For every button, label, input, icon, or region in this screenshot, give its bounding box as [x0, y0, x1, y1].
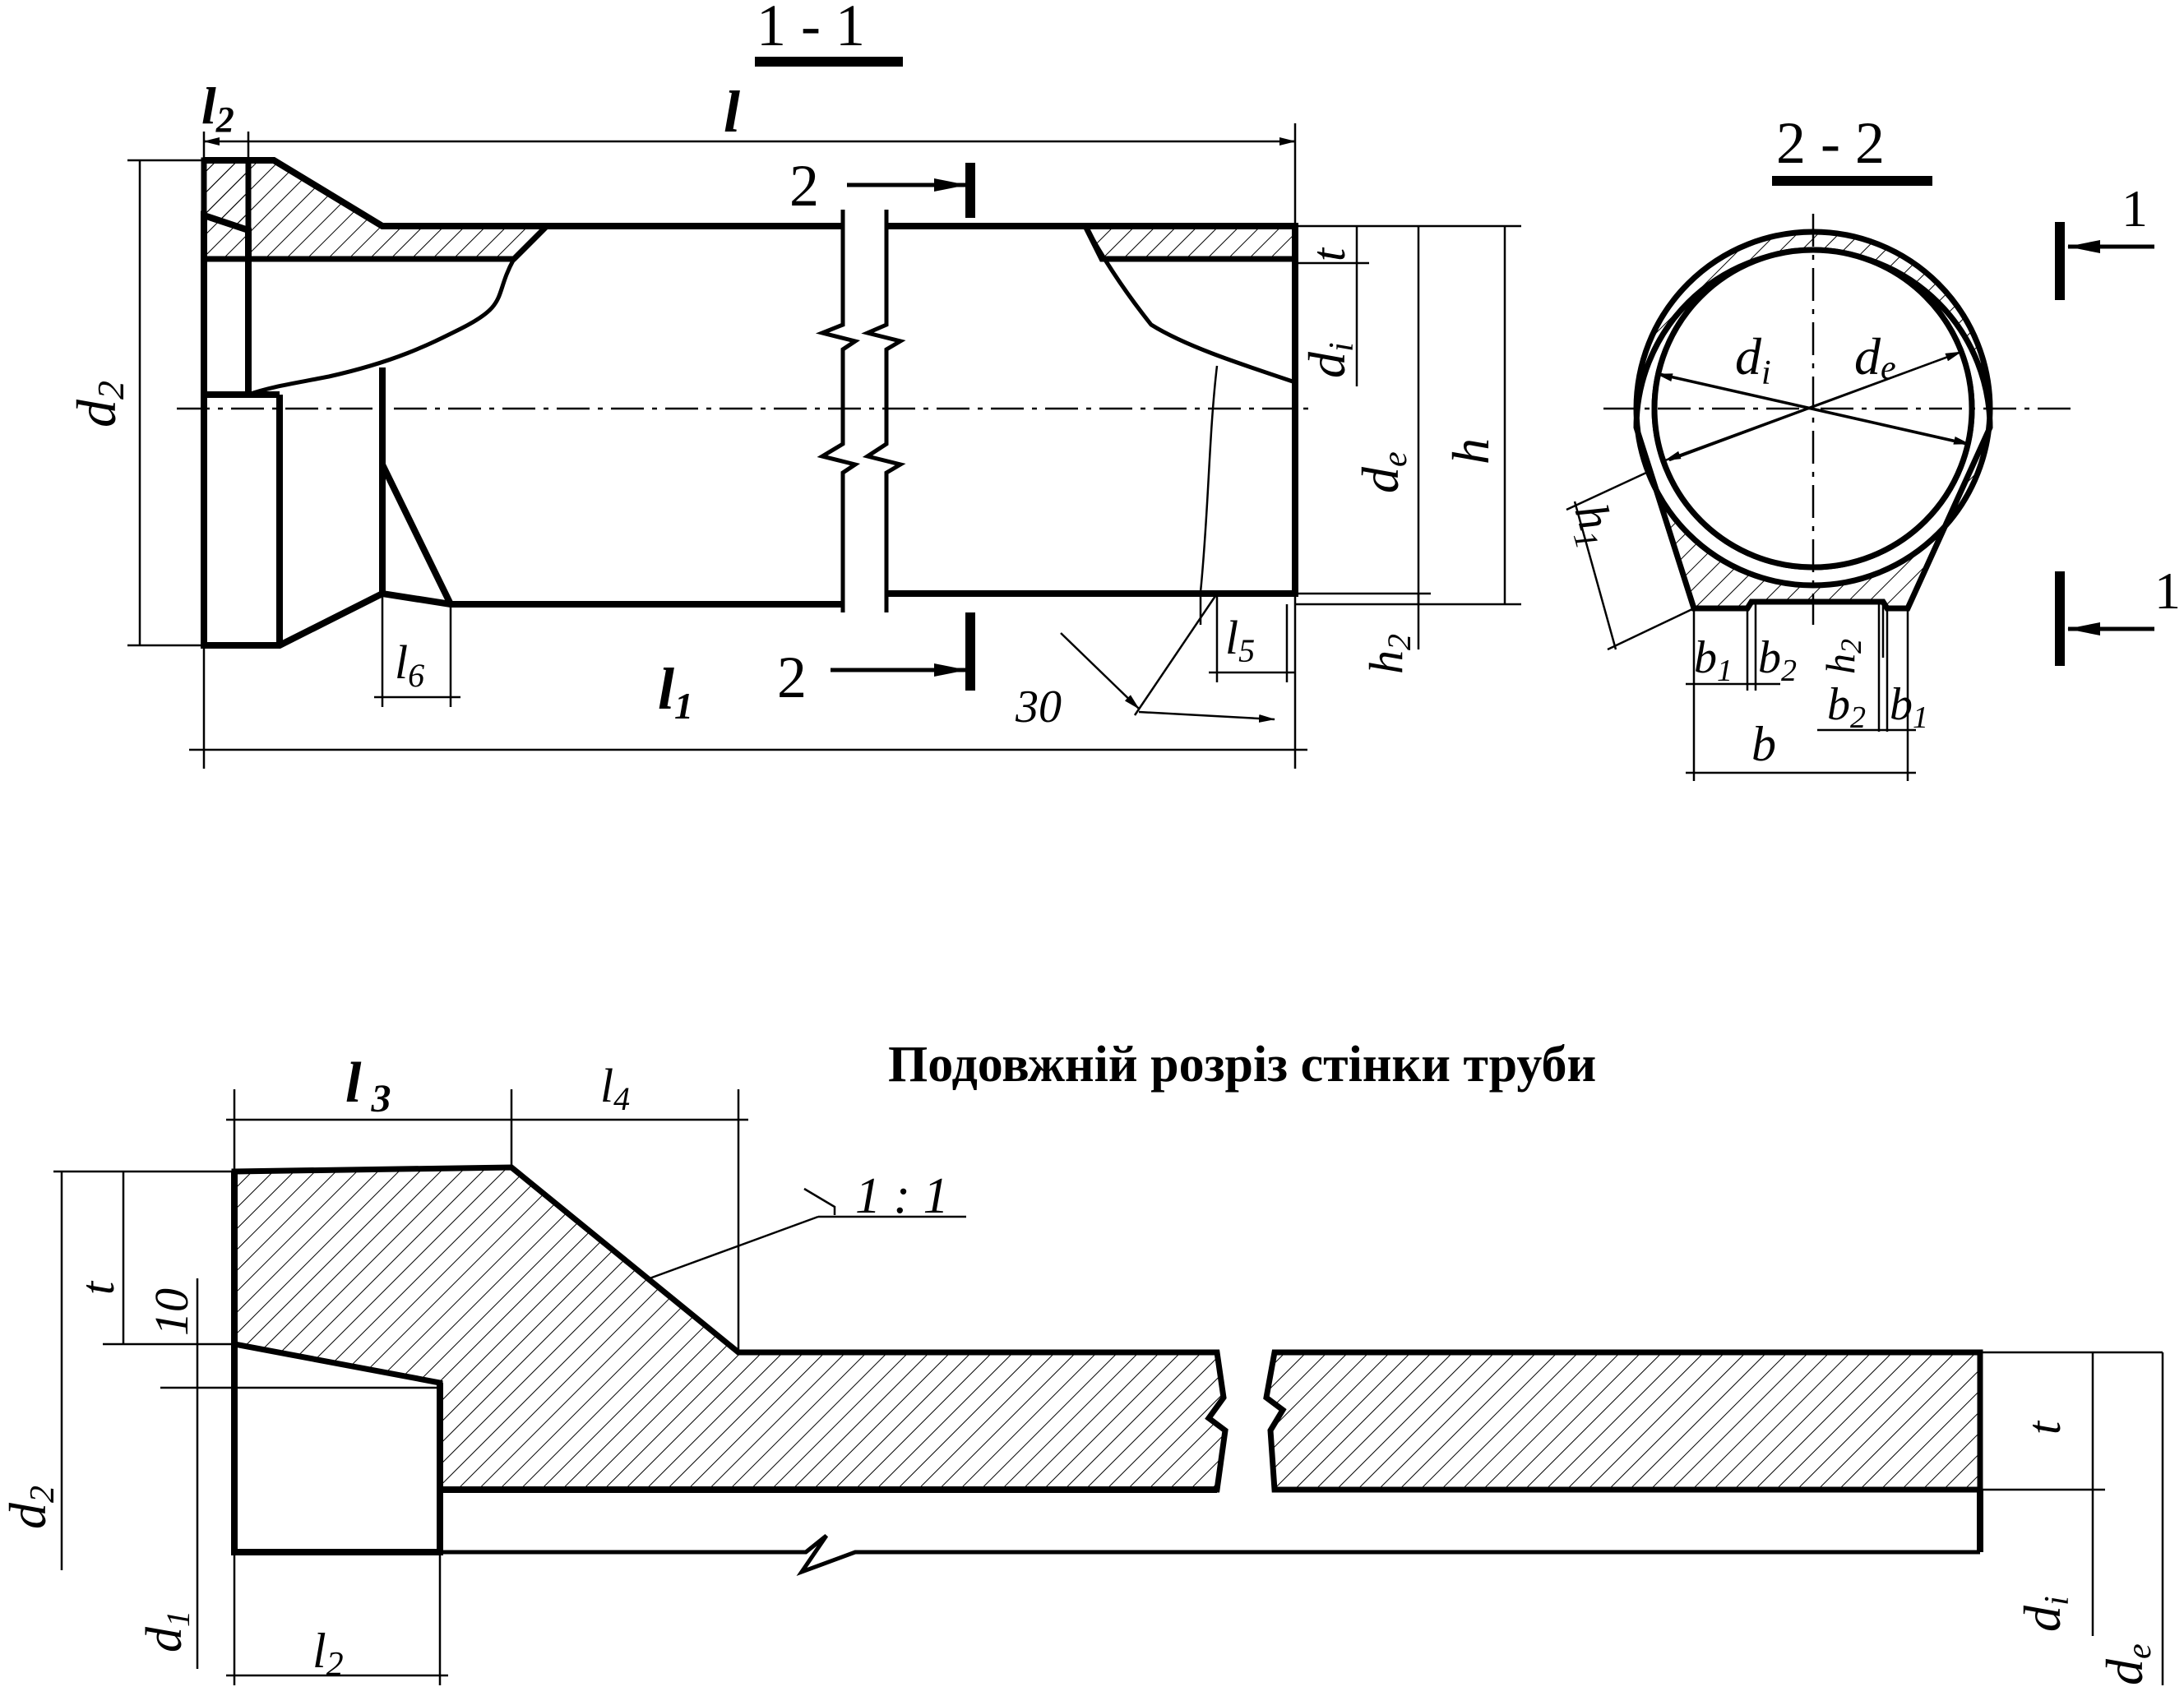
spigot-chamfer-line — [1199, 365, 1219, 625]
slope-leader — [649, 1215, 819, 1280]
label-b2-left: b2 — [1758, 632, 1797, 688]
angle-leader — [1060, 632, 1140, 709]
cut-2-bottom-label: 2 — [777, 645, 807, 710]
label-de-main: de — [1351, 451, 1414, 493]
label-l5: l5 — [1225, 611, 1255, 669]
label-di-main: di — [1298, 342, 1361, 378]
cross-di-arrow-b — [1668, 350, 1962, 462]
angle-arrow — [1138, 710, 1275, 723]
label-l6: l6 — [395, 635, 424, 694]
label-d2-wall: d2 — [0, 1486, 62, 1529]
wall-socket-outline — [231, 1171, 443, 1555]
break-out-line-right — [1083, 224, 1296, 385]
label-b1-right: b1 — [1890, 679, 1928, 735]
label-l2-wall: l2 — [312, 1624, 344, 1684]
section-22-label: 2 - 2 — [1776, 110, 1885, 176]
label-h2-main: h2 — [1359, 634, 1418, 674]
label-l1-main: l1 — [658, 656, 693, 727]
cut-2-top-label: 2 — [789, 153, 819, 219]
socket-top-outline — [204, 157, 843, 229]
cross-de-arrow-b — [1656, 372, 1966, 446]
label-h2-cross: h2 — [1817, 639, 1867, 674]
label-b-cross: b — [1751, 717, 1776, 771]
chamfer-angle-line — [1133, 593, 1219, 716]
label-slope: 1 : 1 — [855, 1168, 949, 1224]
label-d1-wall: d1 — [136, 1611, 197, 1652]
wall-hatch-right — [1263, 1349, 1983, 1493]
cut-1-top-label: 1 — [2122, 179, 2148, 238]
section-11-label: 1 - 1 — [757, 0, 865, 58]
label-l2-main: l2 — [201, 76, 234, 140]
cross-section — [1566, 176, 2154, 781]
label-h1-cross: h1 — [1560, 498, 1627, 553]
main-view — [127, 57, 1521, 769]
break-out-line-left — [248, 257, 516, 397]
label-di-cross: di — [1735, 327, 1771, 392]
cut-1-bottom-label: 1 — [2154, 561, 2181, 620]
spigot-wall-hatch — [1080, 223, 1298, 262]
break-line-left — [815, 210, 861, 612]
bell-chamfer — [379, 463, 454, 606]
dim-h1-ext-bottom — [1607, 607, 1695, 651]
dim-h1-line — [1573, 501, 1617, 650]
label-t-wall: t — [71, 1280, 124, 1295]
label-angle-30: 30 — [1015, 682, 1062, 732]
label-t-wall-right: t — [2017, 1420, 2071, 1435]
label-de-cross: de — [1854, 327, 1896, 387]
wall-hatch-left — [231, 1164, 1228, 1493]
label-b1-left: b1 — [1694, 632, 1733, 688]
label-t-main: t — [1302, 247, 1355, 261]
dim-h1-ext-top — [1566, 471, 1647, 511]
label-h-main: h — [1441, 438, 1500, 464]
wall-section-title: Подовжній розріз стінки труби — [888, 1037, 1596, 1093]
socket-bottom-outline — [201, 210, 843, 649]
label-b2-right: b2 — [1827, 679, 1866, 735]
wall-bore-break-line — [440, 1534, 1980, 1577]
break-line-right — [861, 210, 906, 612]
label-d2-main: d2 — [65, 381, 132, 427]
label-l4: l4 — [600, 1059, 630, 1117]
label-di-wall: di — [2013, 1596, 2076, 1632]
wall-section — [53, 1089, 2164, 1685]
label-l-main: l — [724, 79, 740, 145]
slope-symbol — [803, 1187, 836, 1215]
socket-wall-hatch — [201, 157, 554, 262]
label-de-wall: de — [2095, 1643, 2159, 1685]
spigot-outline — [886, 223, 1298, 597]
label-10-wall: 10 — [145, 1288, 198, 1336]
